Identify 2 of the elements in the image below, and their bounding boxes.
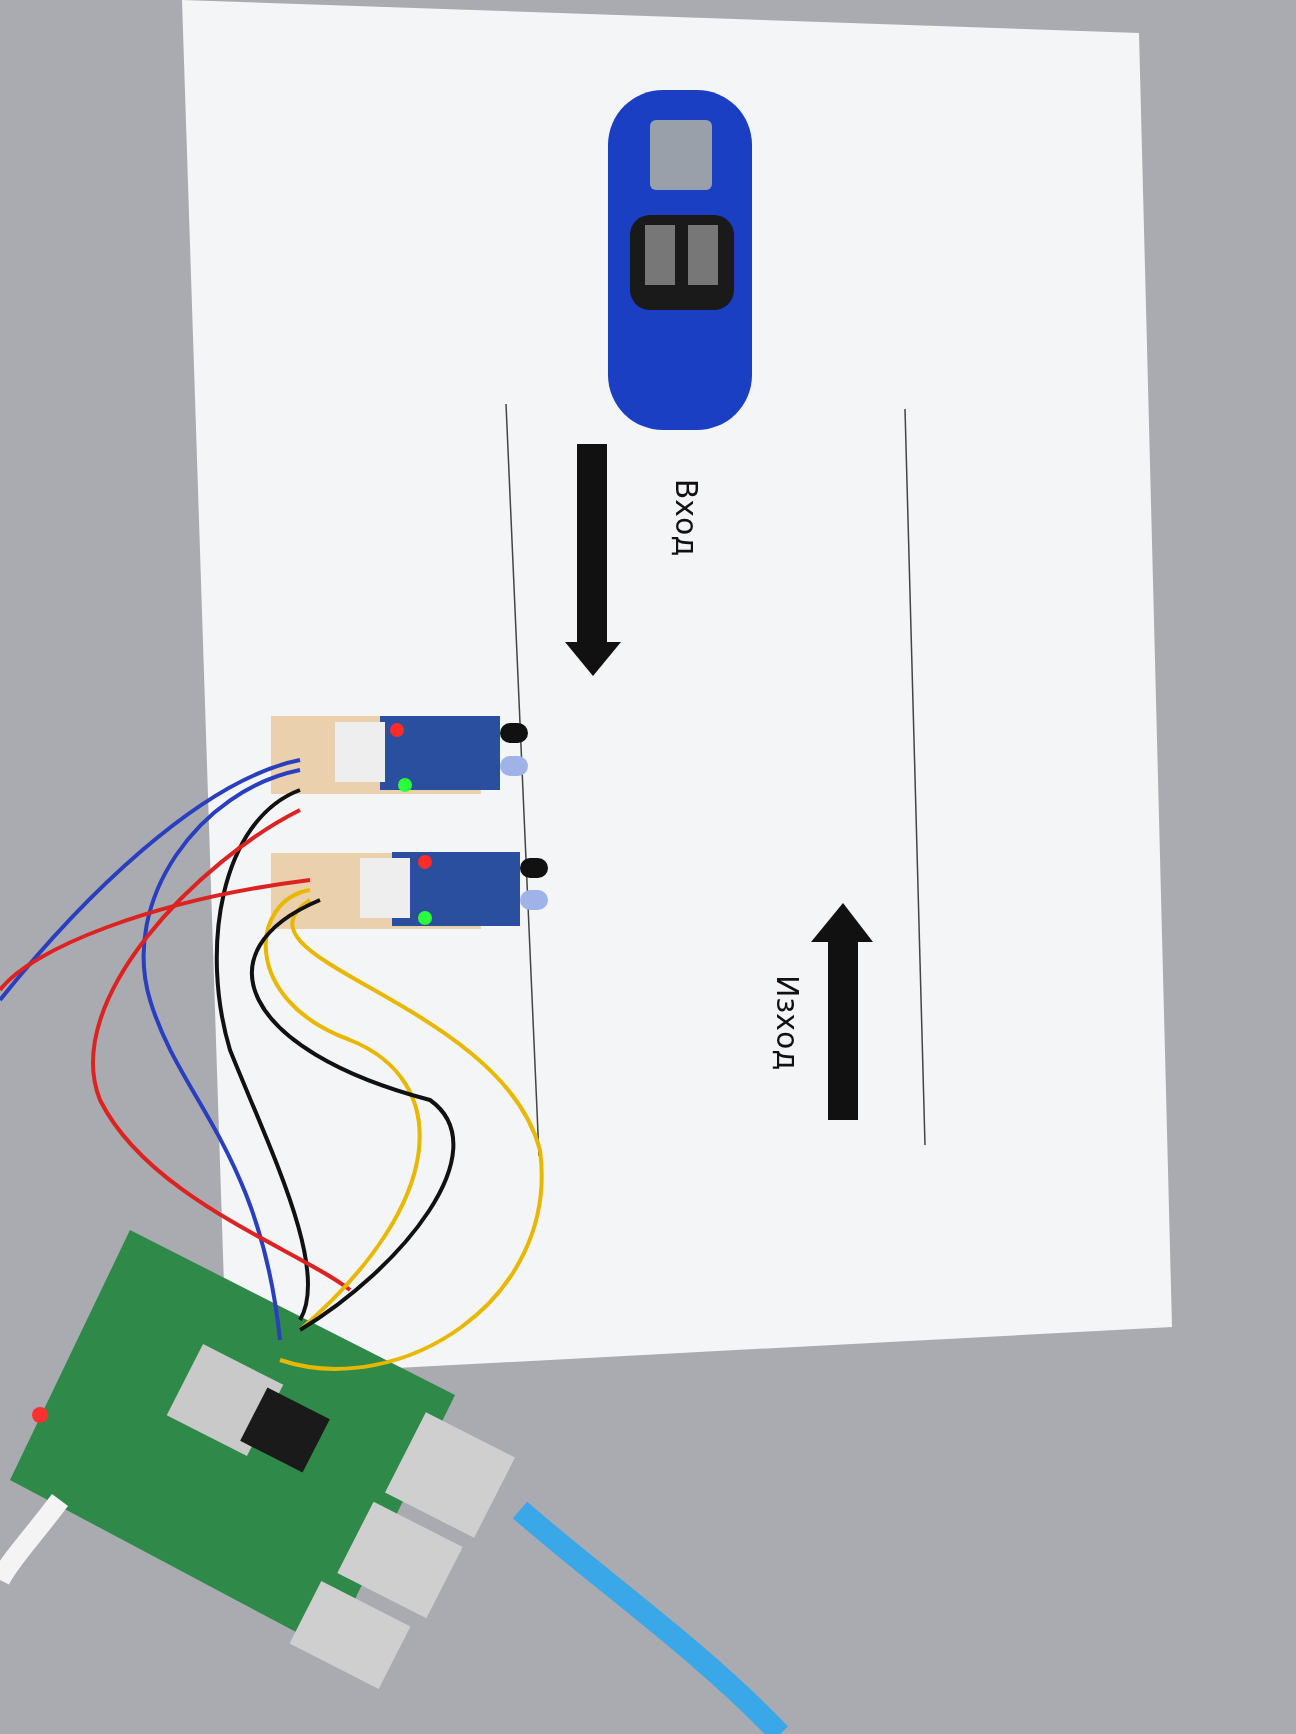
direction-label: Изход [770,974,806,1071]
direction-label: Вход [669,478,705,557]
